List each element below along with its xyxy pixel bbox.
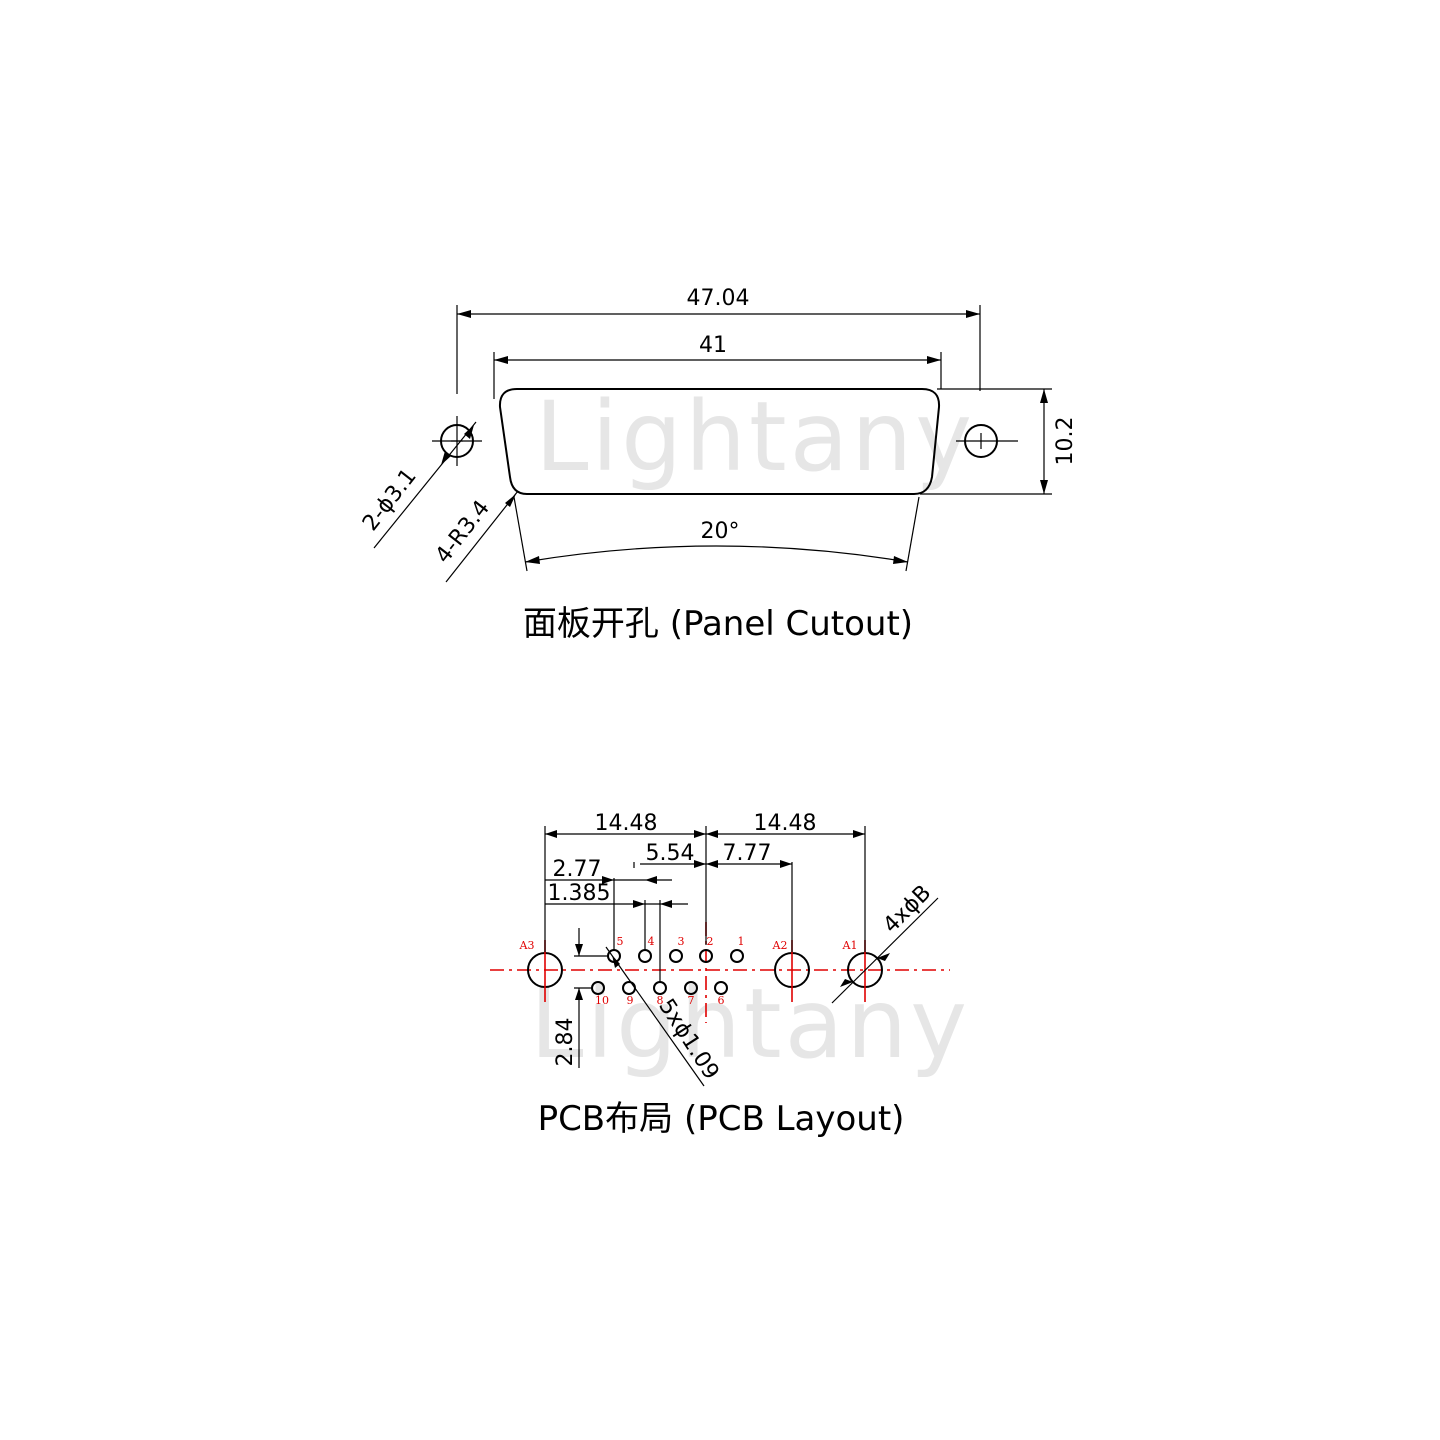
dim-5-54-arrow xyxy=(694,860,706,868)
dim-row-pitch xyxy=(574,928,608,1068)
panel-caption: 面板开孔 (Panel Cutout) xyxy=(523,604,913,644)
pin-label-5: 5 xyxy=(617,935,624,948)
panel-cutout-view: Lightany 47.04 41 xyxy=(358,286,1078,644)
pcb-layout-view: Lightany A3 A2 A1 xyxy=(490,811,970,1139)
dim-pin-hole-arrow xyxy=(612,955,620,968)
anchor-label-a2: A2 xyxy=(772,939,788,952)
pin-label-4: 4 xyxy=(648,935,655,948)
dim-left-span-label: 14.48 xyxy=(595,811,658,836)
pin-label-6: 6 xyxy=(718,994,725,1007)
dim-radius-leader xyxy=(445,490,519,583)
pcb-caption: PCB布局 (PCB Layout) xyxy=(538,1099,905,1139)
pin-label-9: 9 xyxy=(627,994,634,1007)
pin-label-3: 3 xyxy=(678,935,685,948)
right-mounting-hole xyxy=(956,424,1018,458)
dim-7-77-label: 7.77 xyxy=(723,841,772,866)
dim-2-77-label: 2.77 xyxy=(553,857,602,882)
dim-2-77-arrows xyxy=(602,876,657,884)
dim-angle xyxy=(513,496,920,572)
pin-label-10: 10 xyxy=(595,994,609,1007)
dim-5-54-label: 5.54 xyxy=(646,841,695,866)
dim-hole-leader xyxy=(373,421,477,549)
watermark-top: Lightany xyxy=(535,381,975,493)
dim-1-385-label: 1.385 xyxy=(548,881,611,906)
pin-label-1: 1 xyxy=(738,935,745,948)
pin-label-8: 8 xyxy=(657,994,664,1007)
dim-angle-label: 20° xyxy=(701,519,740,544)
dim-1-385-arrows xyxy=(633,900,672,908)
dim-body-width xyxy=(493,352,942,399)
dim-mount-hole-label: 4xϕB xyxy=(879,881,937,939)
dim-overall-width-label: 47.04 xyxy=(687,286,750,311)
anchor-label-a3: A3 xyxy=(519,939,535,952)
dim-body-width-label: 41 xyxy=(699,333,727,358)
dim-row-pitch-label: 2.84 xyxy=(553,1018,578,1067)
dim-height xyxy=(920,388,1052,495)
dim-right-span-label: 14.48 xyxy=(754,811,817,836)
dim-overall-width xyxy=(456,305,981,394)
pin-label-2: 2 xyxy=(707,935,714,948)
dim-mount-hole-arrows xyxy=(840,953,890,987)
pcb-extension-lines xyxy=(544,826,866,982)
watermark-bottom: Lightany xyxy=(530,968,970,1080)
dim-mount-hole-leader xyxy=(831,897,939,1004)
pin-label-7: 7 xyxy=(688,994,695,1007)
anchor-label-a1: A1 xyxy=(842,939,858,952)
panel-cutout-outline xyxy=(498,388,941,495)
dim-height-label: 10.2 xyxy=(1053,417,1078,466)
dim-pin-hole-leader xyxy=(605,946,705,1087)
pin-holes-top-row xyxy=(607,949,744,963)
